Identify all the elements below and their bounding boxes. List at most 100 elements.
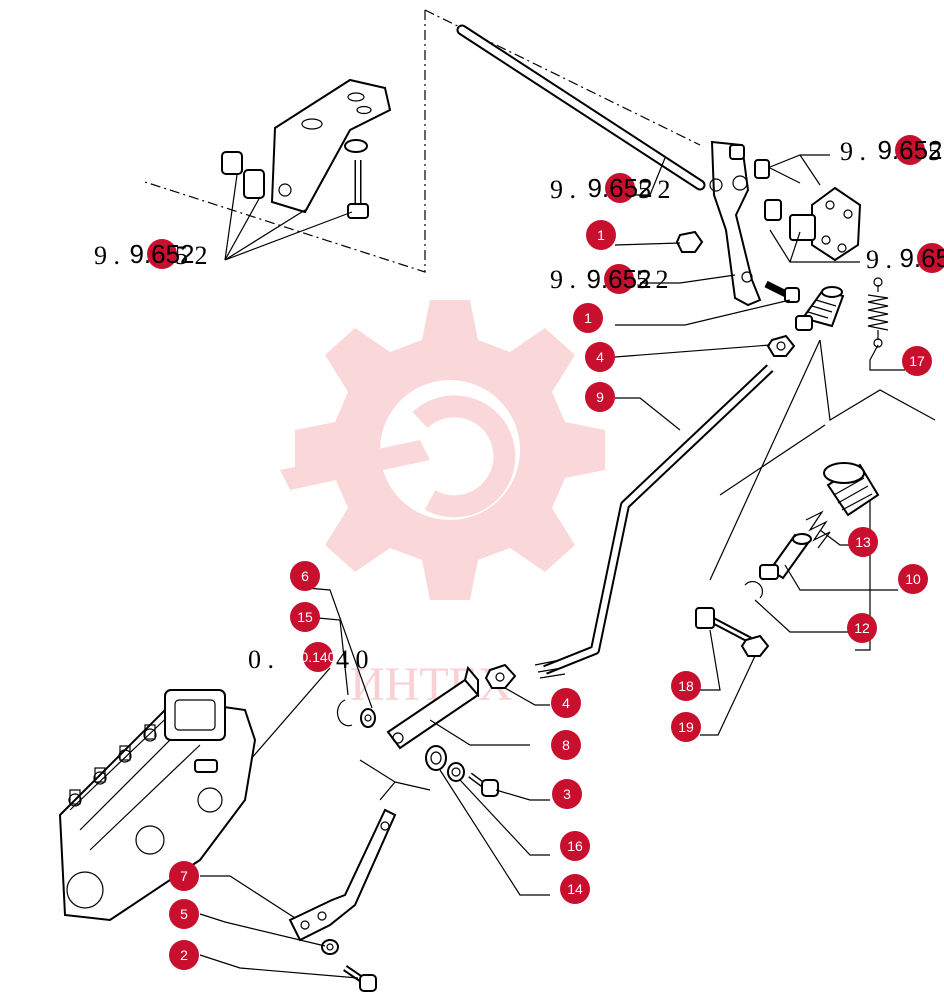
leader-5 xyxy=(199,913,326,947)
svg-text:9 .: 9 . xyxy=(550,175,576,204)
injection-pump xyxy=(58,689,257,922)
svg-text:5 2: 5 2 xyxy=(638,175,671,204)
leader-0140 xyxy=(249,667,331,761)
svg-text:5: 5 xyxy=(928,137,941,166)
svg-text:4 0: 4 0 xyxy=(336,645,369,674)
leader-9 xyxy=(615,397,681,431)
washer-5 xyxy=(321,939,339,955)
svg-text:14: 14 xyxy=(567,881,583,897)
boot-13 xyxy=(823,462,880,517)
svg-text:16: 16 xyxy=(567,838,583,854)
svg-text:9: 9 xyxy=(596,389,604,405)
detail-lines xyxy=(709,339,936,581)
svg-text:17: 17 xyxy=(909,353,925,369)
linkage-rod xyxy=(534,364,774,679)
svg-text:4: 4 xyxy=(562,695,570,711)
callout-14: 14 xyxy=(560,874,590,904)
ref-9652-topright: 9 . 5 9.652 xyxy=(840,135,943,166)
nut-part-4a xyxy=(766,334,796,357)
leader-16 xyxy=(459,779,550,856)
leader-7 xyxy=(200,875,296,919)
callout-10: 10 xyxy=(898,564,928,594)
bolt-2 xyxy=(343,965,377,992)
leader-2 xyxy=(199,954,359,979)
leader-4b xyxy=(504,687,550,706)
svg-text:1: 1 xyxy=(584,310,592,326)
leader-left-ref xyxy=(224,174,353,261)
leader-12 xyxy=(754,599,860,633)
boot-cover xyxy=(795,286,845,331)
bolt-part-1 xyxy=(764,280,800,303)
callout-6: 6 xyxy=(290,561,320,591)
leader-17 xyxy=(869,344,905,371)
svg-text:10: 10 xyxy=(905,571,921,587)
svg-text:2: 2 xyxy=(180,947,188,963)
leader-midright xyxy=(769,229,860,263)
ref-0140: 0 . 4 0 xyxy=(248,645,369,674)
leader-1b xyxy=(615,299,791,326)
ref-9652-midright: 9 . 9.652 xyxy=(866,243,944,274)
support-bracket-right xyxy=(764,186,862,262)
leader-topright xyxy=(769,154,830,186)
ref-9652-center: 9 . 5 2 9.652 xyxy=(550,173,671,204)
callout-13: 13 xyxy=(848,527,878,557)
callout-15: 15 xyxy=(290,602,320,632)
svg-text:9 .: 9 . xyxy=(866,245,892,274)
svg-text:15: 15 xyxy=(297,609,313,625)
throttle-arm xyxy=(709,140,801,307)
dashed-boundary-right xyxy=(424,9,701,146)
return-spring xyxy=(867,277,889,348)
nut-19 xyxy=(740,634,770,657)
leader-1a xyxy=(614,242,681,246)
svg-text:19: 19 xyxy=(678,719,694,735)
callout-9: 9 xyxy=(585,382,615,412)
callout-17: 17 xyxy=(902,346,932,376)
lever-8 xyxy=(386,665,480,750)
callout-1b: 1 xyxy=(573,303,603,333)
clip-15 xyxy=(336,699,353,727)
washer-14 xyxy=(425,745,447,771)
leader-6 xyxy=(306,587,373,709)
svg-text:13: 13 xyxy=(855,534,871,550)
svg-text:7: 7 xyxy=(180,868,188,884)
spring-small xyxy=(805,510,831,549)
leader-8 xyxy=(429,719,530,746)
callout-2: 2 xyxy=(169,940,199,970)
leader-18 xyxy=(700,629,721,691)
watermark-gear-icon xyxy=(280,300,605,600)
callout-3: 3 xyxy=(552,779,582,809)
bolt-18 xyxy=(695,607,752,644)
callout-16: 16 xyxy=(560,831,590,861)
nut-part-1 xyxy=(675,230,704,253)
svg-text:9 .: 9 . xyxy=(840,137,866,166)
svg-text:9 .: 9 . xyxy=(94,241,120,270)
pedal-bracket-left xyxy=(221,78,392,219)
svg-text:0.140: 0.140 xyxy=(300,649,335,665)
washer-6 xyxy=(360,708,376,728)
callout-4a: 4 xyxy=(585,342,615,372)
callout-19: 19 xyxy=(671,712,701,742)
svg-text:9.652: 9.652 xyxy=(587,173,652,203)
leader-3 xyxy=(495,789,550,801)
callout-5: 5 xyxy=(169,899,199,929)
svg-text:0 .: 0 . xyxy=(248,645,274,674)
link-7 xyxy=(288,808,397,942)
leader-15 xyxy=(317,617,349,696)
leader-10 xyxy=(784,564,898,591)
svg-text:8: 8 xyxy=(562,737,570,753)
callout-4b: 4 xyxy=(551,688,581,718)
svg-text:12: 12 xyxy=(854,620,870,636)
callout-1a: 1 xyxy=(586,220,616,250)
dashed-boundary-top xyxy=(144,10,426,273)
svg-text:5 2: 5 2 xyxy=(175,241,208,270)
svg-text:9.652: 9.652 xyxy=(129,239,194,269)
svg-text:5: 5 xyxy=(180,906,188,922)
throttle-shaft xyxy=(456,24,706,191)
pin-10 xyxy=(759,533,812,580)
ref-9652-left: 9 . 5 2 9.652 xyxy=(94,239,208,270)
svg-text:6: 6 xyxy=(301,568,309,584)
callout-0140: 0.140 xyxy=(300,642,336,672)
callout-12: 12 xyxy=(847,613,877,643)
svg-text:9.652: 9.652 xyxy=(877,135,942,165)
